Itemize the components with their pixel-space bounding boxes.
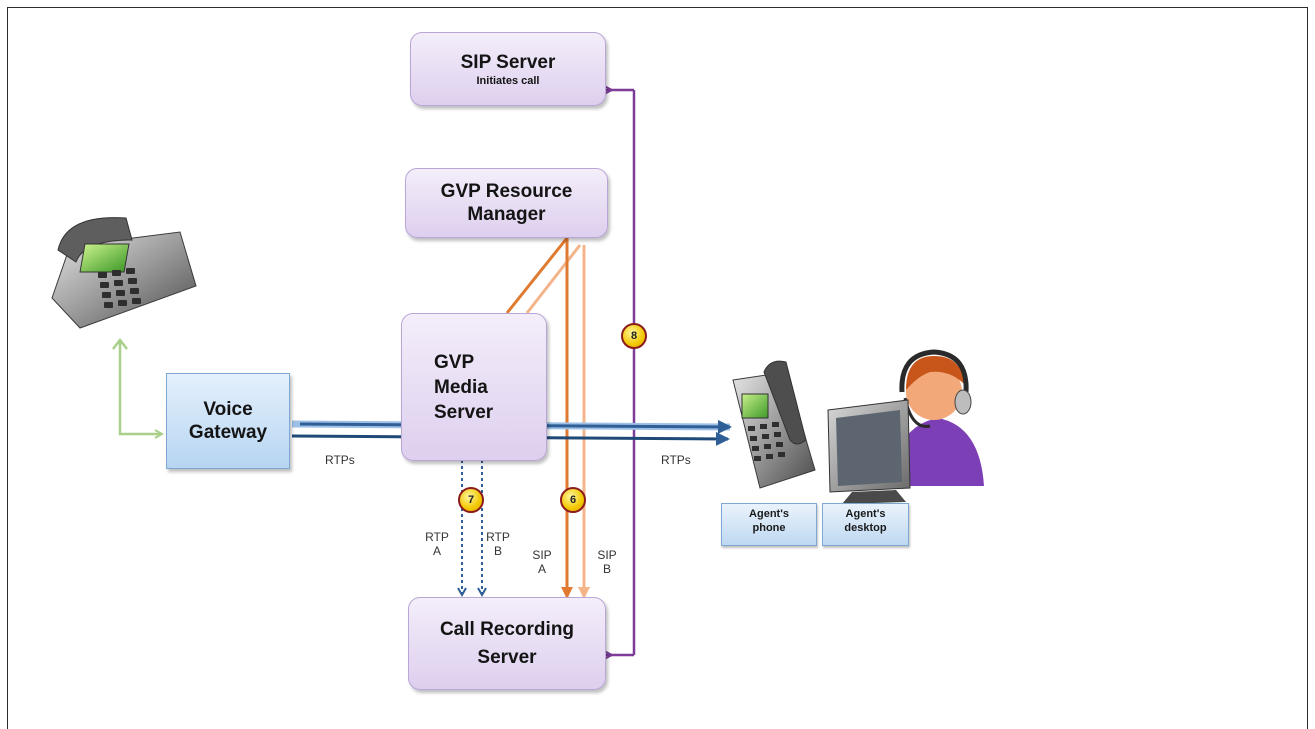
sip-server-node: SIP Server Initiates call <box>410 32 606 106</box>
agents-desktop-line1: Agent's <box>845 508 886 520</box>
agent-phone-icon <box>732 360 816 489</box>
crs-line2: Server <box>477 646 537 668</box>
rtp-b-line2: B <box>493 544 502 558</box>
rtps-left-label: RTPs <box>325 453 355 467</box>
agents-phone-line1: Agent's <box>749 508 789 520</box>
rtp-a-label: RTP A <box>424 530 450 558</box>
ms-line2: Media <box>434 376 488 398</box>
ms-line3: Server <box>434 401 494 423</box>
phone-gateway-link <box>112 337 162 434</box>
sip-b-label: SIP B <box>595 548 619 576</box>
vg-line1: Voice <box>203 399 253 420</box>
sip-streams <box>561 238 590 599</box>
voice-gateway-node: Voice Gateway <box>166 373 290 469</box>
agent-desktop-icon <box>827 399 911 504</box>
agents-phone-line2: phone <box>752 522 786 534</box>
rm-line1: GVP Resource <box>440 181 573 202</box>
agent-avatar-icon <box>890 349 984 486</box>
rtp-b-line1: RTP <box>486 530 510 544</box>
sip-b-line2: B <box>602 562 611 576</box>
agents-desktop-line2: desktop <box>844 522 887 534</box>
step-8-badge: 8 <box>621 323 647 349</box>
rtp-b-label: RTP B <box>485 530 511 558</box>
desk-phone-icon <box>51 217 197 329</box>
sip-a-line1: SIP <box>532 548 552 562</box>
sip-server-title: SIP Server <box>460 51 556 73</box>
sip-server-subtitle: Initiates call <box>476 74 540 87</box>
rtps-right-label: RTPs <box>661 453 691 467</box>
agents-desktop-tag: Agent's desktop <box>822 503 909 546</box>
call-recording-server-node: Call Recording Server <box>408 597 606 690</box>
vg-line2: Gateway <box>188 422 268 443</box>
sip-b-line1: SIP <box>597 548 617 562</box>
rm-media-links <box>505 237 582 314</box>
step-7-badge: 7 <box>458 487 484 513</box>
crs-line1: Call Recording <box>439 618 575 640</box>
rtp-a-line1: RTP <box>425 530 449 544</box>
rm-line2: Manager <box>467 204 546 225</box>
sip-a-label: SIP A <box>530 548 554 576</box>
diagram-frame <box>7 7 1308 729</box>
gvp-media-server-node: GVP Media Server <box>401 313 547 461</box>
step-6-badge: 6 <box>560 487 586 513</box>
connection-8 <box>606 90 636 655</box>
ms-line1: GVP <box>434 351 475 373</box>
sip-a-line2: A <box>537 562 546 576</box>
gvp-resource-manager-node: GVP Resource Manager <box>405 168 608 238</box>
agents-phone-tag: Agent's phone <box>721 503 817 546</box>
rtp-a-line2: A <box>432 544 441 558</box>
